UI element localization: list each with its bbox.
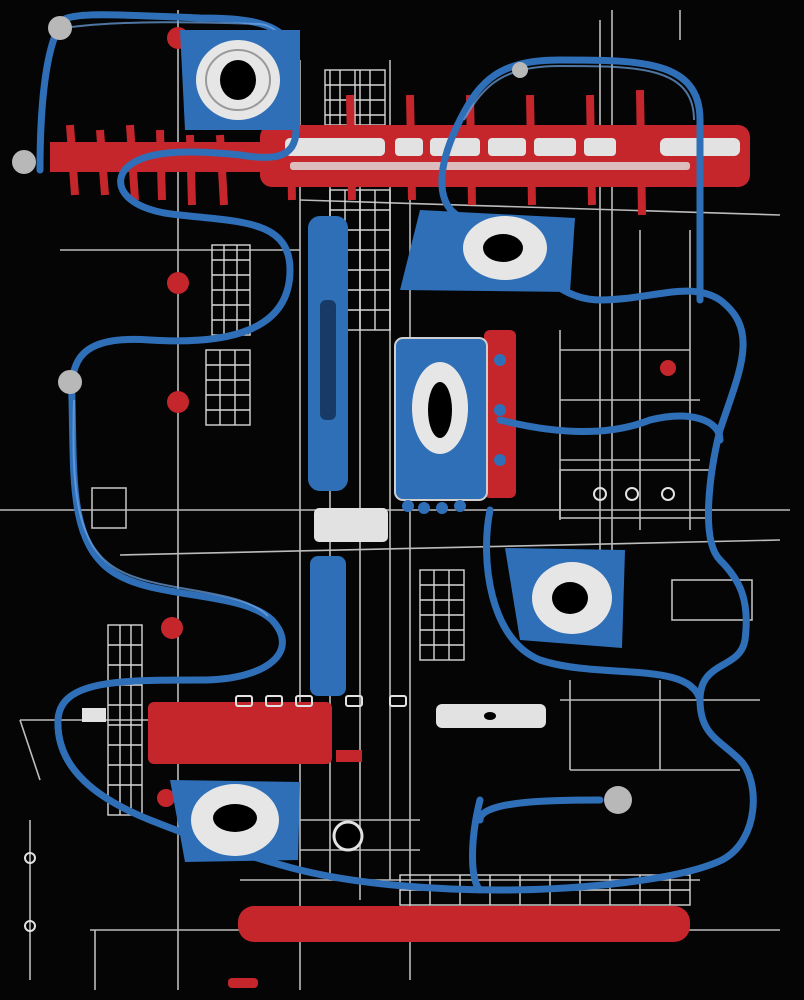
grey-node-5 [512, 62, 528, 78]
red-dot-4 [161, 617, 183, 639]
blue-bar-inner-dark [320, 300, 336, 420]
red-dot-6 [660, 360, 676, 376]
grey-node-4 [604, 786, 632, 814]
white-bar-hole [484, 712, 496, 720]
white-block-center [314, 508, 388, 542]
hatch-patch-2 [205, 349, 251, 426]
hatch-patch-5 [107, 624, 143, 816]
red-dot-5 [157, 789, 175, 807]
grey-node-1 [48, 16, 72, 40]
grey-node-2 [12, 150, 36, 174]
black-hole-bottom [332, 820, 364, 852]
red-mid-block [148, 702, 332, 764]
chain-links [24, 487, 675, 932]
grey-node-3 [58, 370, 82, 394]
eye-block-bottom-left [170, 780, 300, 862]
eye-block-top [180, 30, 300, 130]
blue-vertical-bars [308, 216, 348, 696]
white-small-block [82, 708, 106, 722]
red-bottom-bar [238, 906, 690, 942]
red-small-mark [336, 750, 362, 762]
white-bar-segments [285, 138, 740, 170]
eye-block-upper-right [400, 210, 575, 292]
eye-block-mid-right [505, 548, 625, 648]
hatch-patch-4 [419, 569, 465, 661]
blue-bar-lower [310, 556, 346, 696]
red-dot-3 [167, 391, 189, 413]
red-bottom-tick-1 [228, 978, 258, 988]
eye-block-center [394, 337, 506, 514]
red-dot-2 [167, 272, 189, 294]
eye-blocks [170, 30, 625, 862]
white-shapes [12, 16, 632, 852]
